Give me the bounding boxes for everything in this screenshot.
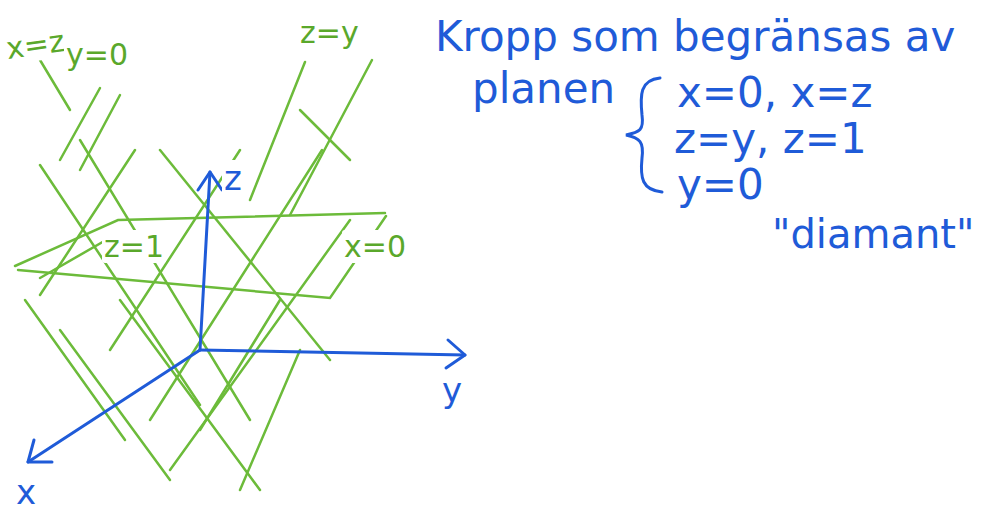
plane-label: z=y: [298, 16, 361, 49]
axis-label: z: [222, 160, 244, 197]
axis-label: x: [14, 474, 38, 511]
plane-label: z=1: [102, 230, 166, 263]
plane-label: x=0: [342, 230, 408, 263]
heading-text: Kropp som begränsas av: [433, 14, 957, 60]
coordinate-axes: [28, 172, 465, 462]
heading-text: planen: [470, 66, 617, 112]
plane-sketch: [15, 60, 386, 490]
equation-text: z=y, z=1: [672, 116, 869, 162]
axis-label: y: [440, 372, 464, 409]
curly-brace: [626, 78, 662, 192]
note-text: "diamant": [770, 212, 976, 256]
equation-text: x=0, x=z: [675, 70, 875, 116]
equation-text: y=0: [675, 162, 766, 208]
plane-label: x=z: [2, 24, 69, 65]
plane-label: y=0: [64, 38, 130, 71]
